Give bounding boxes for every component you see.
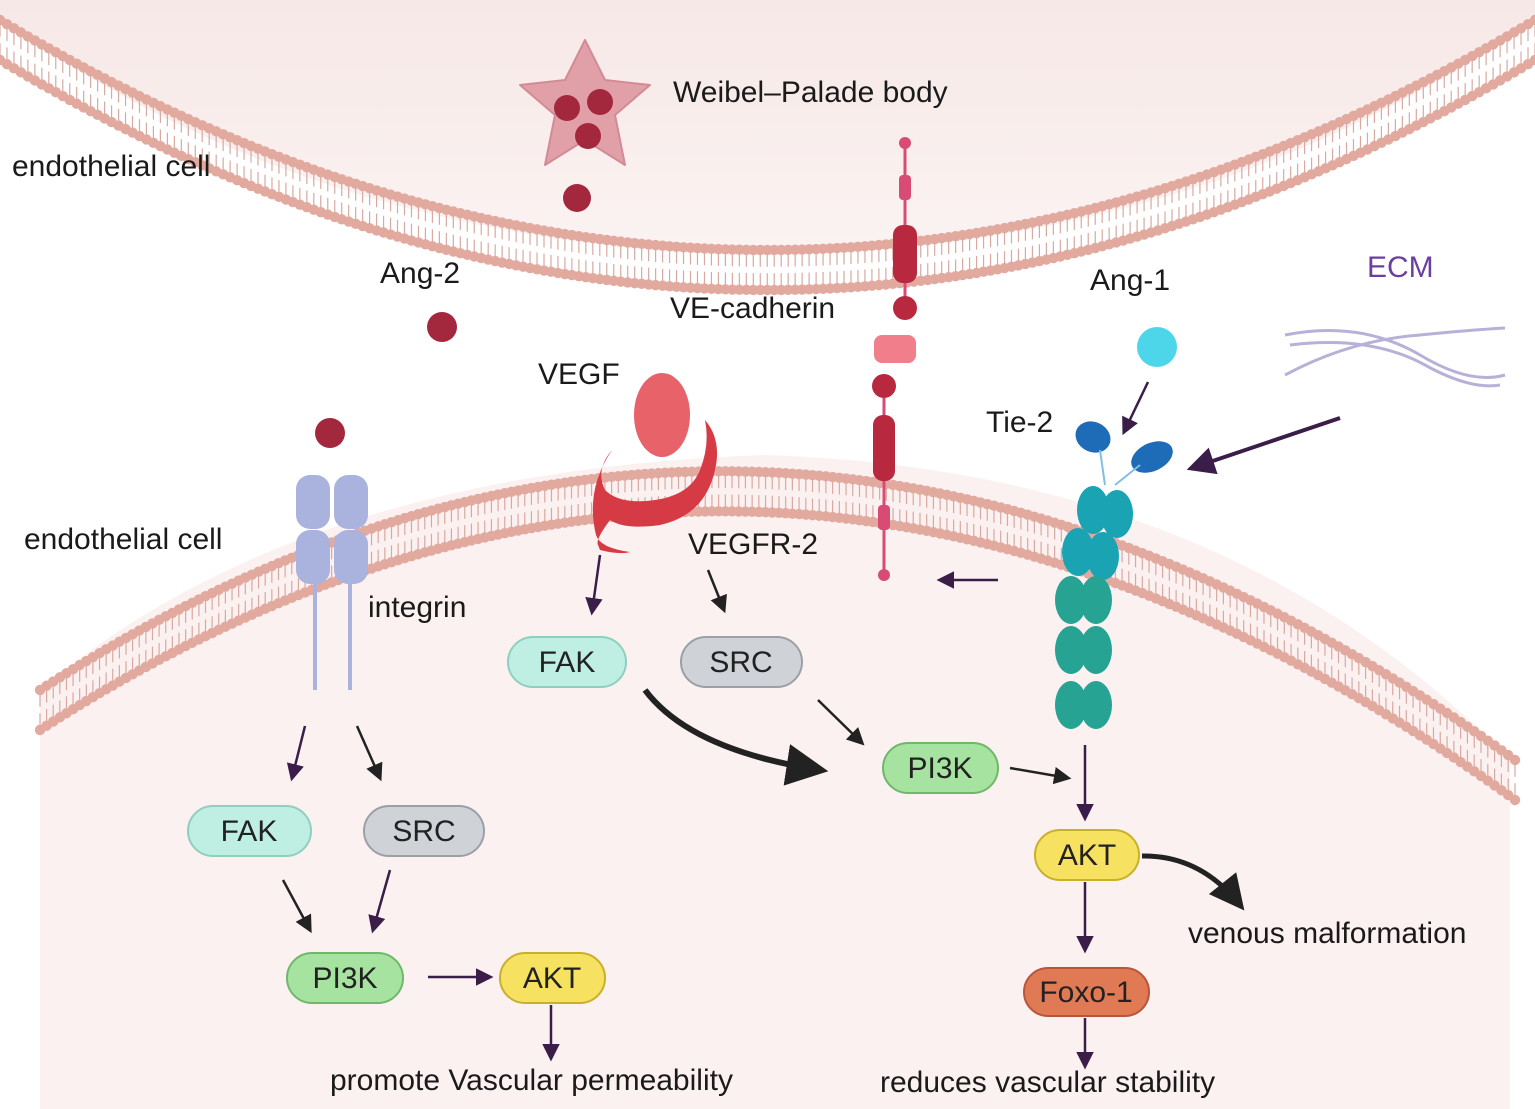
svg-text:PI3K: PI3K bbox=[312, 962, 377, 995]
node-src-integrin: SRC bbox=[363, 805, 485, 857]
tie2-receptor-icon bbox=[1055, 421, 1173, 729]
ang1-label: Ang-1 bbox=[1090, 264, 1170, 297]
weibel-palade-body-icon bbox=[519, 39, 651, 212]
vegfr2-label: VEGFR-2 bbox=[688, 528, 818, 561]
node-pi3k-left: PI3K bbox=[286, 952, 404, 1004]
reduces-stability-label: reduces vascular stability bbox=[880, 1066, 1215, 1099]
svg-text:SRC: SRC bbox=[709, 646, 772, 679]
vegf-receptor-icon bbox=[592, 373, 718, 554]
node-src-vegf: SRC bbox=[680, 636, 803, 688]
ang2-molecule-icon bbox=[427, 312, 457, 342]
endothelial-cell-bottom-label: endothelial cell bbox=[24, 523, 222, 556]
integrin-label: integrin bbox=[368, 591, 466, 624]
node-akt-right: AKT bbox=[1034, 829, 1140, 881]
endothelial-cell-top-label: endothelial cell bbox=[12, 150, 210, 183]
top-cell-membrane bbox=[0, 14, 1535, 296]
node-akt-left: AKT bbox=[499, 952, 606, 1004]
promote-permeability-label: promote Vascular permeability bbox=[330, 1064, 733, 1097]
node-foxo1: Foxo-1 bbox=[1023, 967, 1150, 1017]
svg-text:FAK: FAK bbox=[221, 815, 278, 848]
tie2-label: Tie-2 bbox=[986, 406, 1053, 439]
node-pi3k-center: PI3K bbox=[882, 742, 999, 794]
top-cell-interior bbox=[0, 0, 1535, 255]
ve-cadherin-label: VE-cadherin bbox=[670, 292, 835, 325]
pathway-arrows bbox=[281, 381, 1341, 1070]
ecm-label: ECM bbox=[1367, 251, 1434, 284]
svg-text:SRC: SRC bbox=[392, 815, 455, 848]
ecm-fibers-icon bbox=[1284, 326, 1506, 388]
svg-text:AKT: AKT bbox=[523, 962, 581, 995]
svg-text:PI3K: PI3K bbox=[907, 752, 972, 785]
svg-text:Foxo-1: Foxo-1 bbox=[1039, 976, 1132, 1009]
ang1-molecule-icon bbox=[1137, 327, 1177, 367]
weibel-palade-label: Weibel–Palade body bbox=[673, 76, 948, 109]
svg-text:AKT: AKT bbox=[1058, 839, 1116, 872]
node-fak-integrin: FAK bbox=[187, 805, 312, 857]
ve-cadherin-icon bbox=[872, 137, 917, 581]
ang2-bound-molecule-icon bbox=[315, 418, 345, 448]
venous-malformation-label: venous malformation bbox=[1188, 917, 1466, 950]
svg-text:FAK: FAK bbox=[539, 646, 596, 679]
ang2-label: Ang-2 bbox=[380, 257, 460, 290]
node-fak-vegf: FAK bbox=[507, 636, 627, 688]
vegf-label: VEGF bbox=[538, 358, 620, 391]
integrin-receptor-icon bbox=[296, 475, 368, 690]
bottom-cell-interior bbox=[40, 455, 1510, 1109]
